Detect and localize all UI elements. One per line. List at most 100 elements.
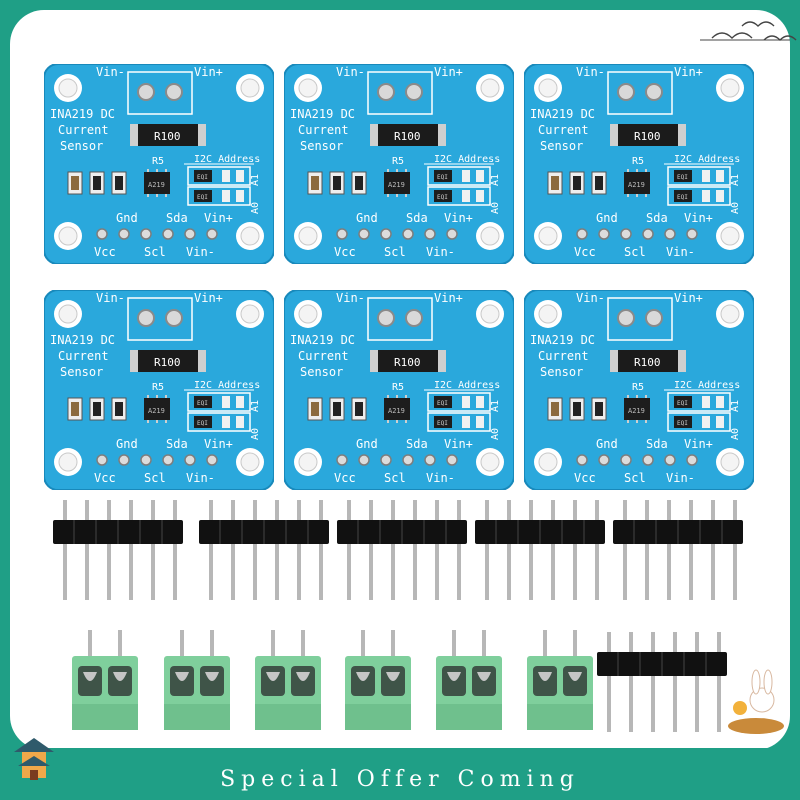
board-title-line2: Current [58,123,109,137]
vin-minus-top-label: Vin- [96,291,125,305]
pin-header-1 [53,500,183,600]
vin-minus-top-label: Vin- [576,65,605,79]
vcc-label: Vcc [334,471,356,485]
vin-plus-top-label: Vin+ [434,65,463,79]
sda-label: Sda [166,437,188,451]
jumper-marking-bottom: EQI [197,420,208,427]
chip-marking: A219 [388,407,405,415]
vin-plus-top-label: Vin+ [194,65,223,79]
board-title-line1: INA219 DC [50,107,115,121]
a1-label: A1 [490,174,501,186]
vcc-label: Vcc [94,245,116,259]
jumper-marking-bottom: EQI [437,420,448,427]
terminal-block-6 [527,630,593,730]
shunt-label: R100 [634,356,661,369]
r5-label: R5 [392,156,404,167]
a1-label: A1 [250,400,261,412]
board-title-line1: INA219 DC [290,333,355,347]
board-title-line3: Sensor [300,139,343,153]
vin-plus-top-label: Vin+ [194,291,223,305]
sda-label: Sda [406,211,428,225]
i2c-address-label: I2C Address [434,380,500,391]
jumper-marking-top: EQI [677,400,688,407]
vin-plus-bottom-label: Vin+ [684,437,713,451]
terminal-block-1 [72,630,138,730]
board-title-line1: INA219 DC [290,107,355,121]
r5-label: R5 [152,382,164,393]
bird-sketch-icon [700,21,797,41]
chip-marking: A219 [148,181,165,189]
a0-label: A0 [730,202,741,214]
vin-minus-bottom-label: Vin- [426,471,455,485]
scl-label: Scl [144,471,166,485]
vin-minus-bottom-label: Vin- [186,471,215,485]
a0-label: A0 [490,428,501,440]
gnd-label: Gnd [356,437,378,451]
sda-label: Sda [646,211,668,225]
a1-label: A1 [250,174,261,186]
vin-plus-bottom-label: Vin+ [684,211,713,225]
a1-label: A1 [730,174,741,186]
pin-header-3 [337,500,467,600]
scl-label: Scl [624,245,646,259]
vcc-label: Vcc [334,245,356,259]
vin-plus-top-label: Vin+ [674,291,703,305]
pin-header-5 [613,500,743,600]
vin-plus-bottom-label: Vin+ [204,211,233,225]
footer-banner [0,748,800,800]
jumper-marking-top: EQI [197,174,208,181]
a0-label: A0 [250,202,261,214]
chip-marking: A219 [388,181,405,189]
gnd-label: Gnd [116,437,138,451]
terminal-block-5 [436,630,502,730]
terminal-block-2 [164,630,230,730]
chip-marking: A219 [148,407,165,415]
board-title-line3: Sensor [60,365,103,379]
board-title-line3: Sensor [540,365,583,379]
jumper-marking-bottom: EQI [677,194,688,201]
vin-minus-top-label: Vin- [576,291,605,305]
scl-label: Scl [384,471,406,485]
chip-marking: A219 [628,407,645,415]
r5-label: R5 [152,156,164,167]
sda-label: Sda [646,437,668,451]
vin-plus-bottom-label: Vin+ [204,437,233,451]
jumper-marking-bottom: EQI [437,194,448,201]
i2c-address-label: I2C Address [674,154,740,165]
board-title-line3: Sensor [300,365,343,379]
vin-minus-bottom-label: Vin- [426,245,455,259]
shunt-label: R100 [154,356,181,369]
gnd-label: Gnd [356,211,378,225]
board-title-line2: Current [538,349,589,363]
vin-minus-bottom-label: Vin- [666,245,695,259]
vcc-label: Vcc [574,245,596,259]
vin-plus-top-label: Vin+ [674,65,703,79]
footer-text: Special Offer Coming [220,767,580,792]
jumper-marking-top: EQI [677,174,688,181]
a0-label: A0 [490,202,501,214]
board-title-line1: INA219 DC [530,333,595,347]
vin-minus-bottom-label: Vin- [186,245,215,259]
a0-label: A0 [730,428,741,440]
a1-label: A1 [490,400,501,412]
board-title-line2: Current [58,349,109,363]
board-title-line1: INA219 DC [530,107,595,121]
board-title-line3: Sensor [540,139,583,153]
shunt-label: R100 [634,130,661,143]
shunt-label: R100 [394,130,421,143]
board-title-line3: Sensor [60,139,103,153]
r5-label: R5 [632,156,644,167]
scl-label: Scl [144,245,166,259]
sda-label: Sda [406,437,428,451]
board-title-line2: Current [298,349,349,363]
pin-header-6 [597,632,727,732]
vin-minus-bottom-label: Vin- [666,471,695,485]
gnd-label: Gnd [116,211,138,225]
i2c-address-label: I2C Address [194,154,260,165]
